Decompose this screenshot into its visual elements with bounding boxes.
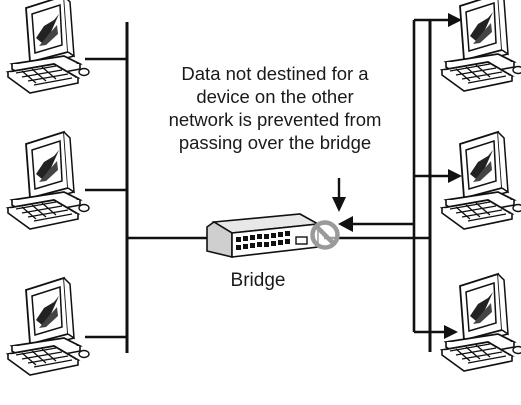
blocked-traffic-arrowhead — [338, 216, 353, 232]
network-bridge-icon — [206, 213, 321, 259]
annotation-line: Data not destined for a — [181, 63, 369, 84]
desktop-computer-icon — [441, 131, 521, 230]
desktop-computer-icon — [441, 0, 521, 92]
desktop-computer-icon — [7, 0, 90, 94]
annotation-line: passing over the bridge — [178, 132, 372, 153]
annotation-arrowhead — [332, 197, 346, 212]
desktop-computer-icon — [7, 131, 90, 230]
desktop-computer-icon — [441, 273, 521, 372]
right-arrows — [414, 13, 462, 339]
bridge-label: Bridge — [230, 270, 286, 291]
annotation-text: Data not destined for a device on the ot… — [150, 62, 400, 154]
no-entry-icon — [310, 220, 340, 250]
annotation-line: device on the other — [196, 86, 354, 107]
desktop-computer-icon — [7, 277, 90, 376]
annotation-line: network is prevented from — [168, 109, 382, 130]
